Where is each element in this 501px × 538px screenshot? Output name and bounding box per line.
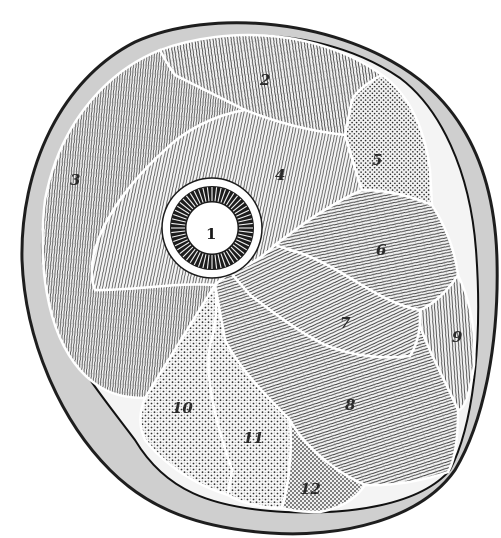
label-region-8: 8 (345, 396, 356, 414)
label-region-2: 2 (259, 71, 270, 89)
label-region-9: 9 (452, 328, 463, 346)
label-region-12: 12 (300, 480, 321, 498)
label-region-10: 10 (172, 399, 193, 417)
label-region-4: 4 (275, 166, 285, 184)
label-region-7: 7 (340, 314, 351, 332)
label-region-3: 3 (70, 171, 80, 189)
label-region-5: 5 (372, 151, 382, 169)
label-region-6: 6 (376, 241, 387, 259)
label-bone: 1 (206, 225, 216, 243)
label-region-11: 11 (243, 429, 264, 447)
